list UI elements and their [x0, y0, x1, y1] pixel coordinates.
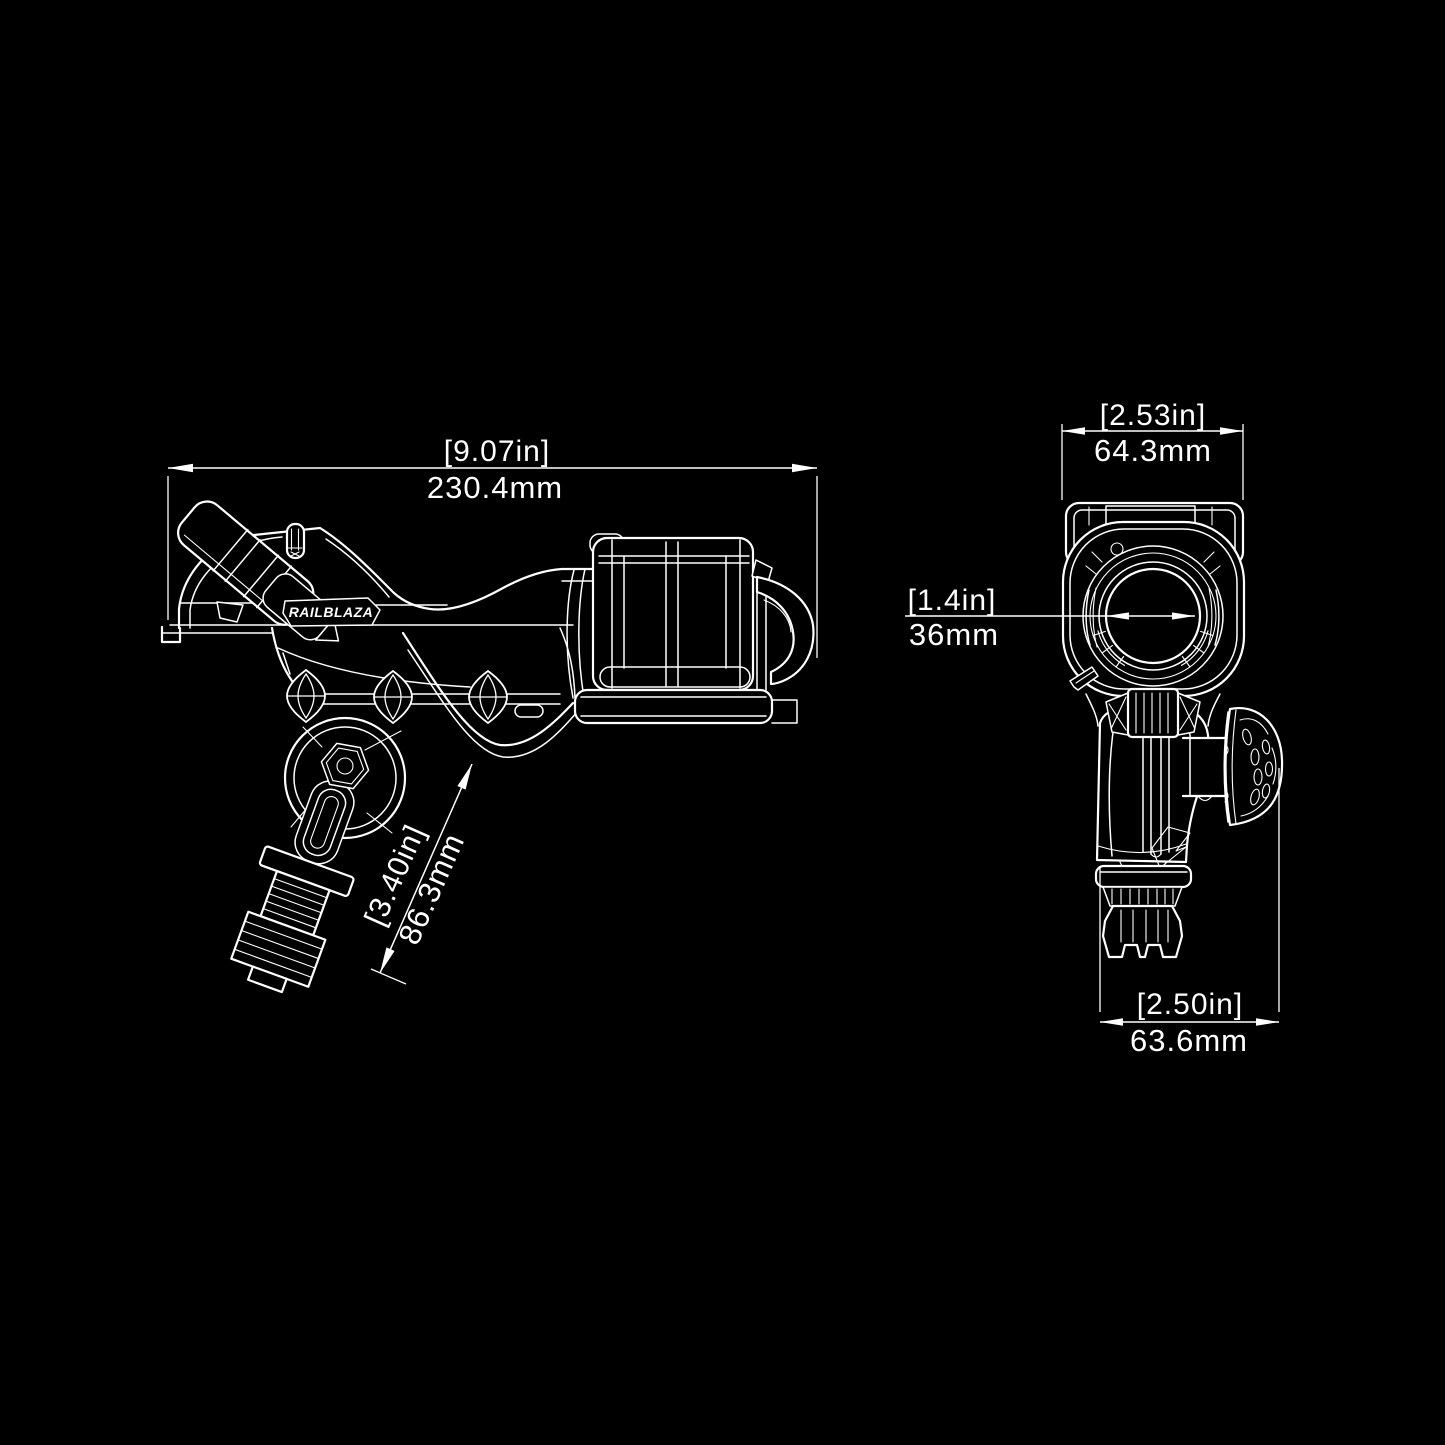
- star-base: [1101, 904, 1184, 959]
- cradle-pin: [285, 522, 306, 560]
- dim-base-width-in-label: [2.50in]: [1137, 988, 1243, 1021]
- block-flange: [573, 688, 798, 725]
- screw-boss: [468, 670, 508, 724]
- brand-logo: RAILBLAZA: [289, 604, 374, 620]
- dim-base-width-mm-label: 63.6mm: [1130, 1023, 1248, 1058]
- front-view-body: [1061, 501, 1284, 959]
- side-view-body: RAILBLAZA: [160, 500, 815, 994]
- dim-overall-width-mm-label: 230.4mm: [427, 470, 563, 505]
- screw-boss: [286, 669, 326, 723]
- cradle-saddle: [318, 526, 595, 611]
- rod-ring: [1061, 520, 1246, 727]
- base-lip: [160, 625, 182, 644]
- mounting-shaft: [230, 780, 355, 994]
- sleeve-foot: [216, 601, 244, 623]
- spline-section: [1102, 886, 1183, 907]
- arm-slot-detail: [514, 704, 544, 718]
- dim-base-width: [2.50in] 63.6mm: [1099, 768, 1280, 1058]
- screw-boss: [373, 670, 413, 724]
- dim-inner-diameter-mm-label: 36mm: [909, 617, 999, 652]
- retainer-hook: [751, 559, 815, 691]
- dim-top-width-in-label: [2.53in]: [1100, 399, 1206, 432]
- hex-bolt: [320, 742, 370, 790]
- shaft-tip: [246, 965, 288, 994]
- dim-top-width: [2.53in] 64.3mm: [1061, 399, 1244, 500]
- front-view: [2.53in] 64.3mm [1.4in] 36mm [2.50in] 63…: [905, 399, 1284, 1058]
- mount-arm: [270, 626, 578, 758]
- block-cushion: [599, 666, 751, 688]
- side-knob: [1181, 706, 1284, 827]
- rod-tip-sleeve: [177, 500, 340, 642]
- brand-plate: RAILBLAZA: [282, 597, 381, 627]
- trunnion: [1105, 687, 1201, 739]
- dim-inner-diameter: [1.4in] 36mm: [905, 584, 1195, 652]
- dim-overall-width-in-label: [9.07in]: [444, 435, 550, 468]
- dim-inner-diameter-in-label: [1.4in]: [908, 584, 997, 617]
- dim-overall-width: [9.07in] 230.4mm: [167, 435, 818, 658]
- base-stack: [1094, 864, 1193, 959]
- clamp-block: [566, 533, 755, 699]
- base-flange: [1094, 864, 1193, 889]
- side-view: RAILBLAZA: [160, 435, 818, 994]
- dim-top-width-mm-label: 64.3mm: [1094, 433, 1212, 468]
